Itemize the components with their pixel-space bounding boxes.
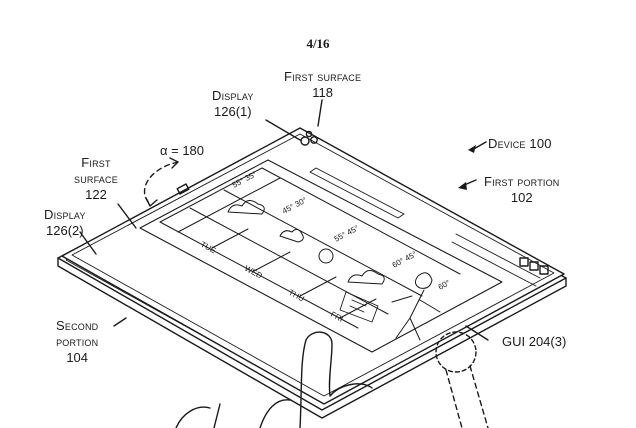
- label-angle: α = 180: [160, 143, 204, 159]
- label-second-portion-104-line1: Second: [56, 318, 99, 333]
- label-display-126-1-name: Display: [212, 88, 254, 103]
- label-angle-text: α = 180: [160, 143, 205, 158]
- label-first-portion-102-ref: 102: [510, 190, 533, 205]
- label-display-126-2-ref: 126(2): [46, 223, 84, 238]
- label-gui-204-3-text: GUI 204(3): [502, 334, 567, 349]
- first-portion-outline: [61, 127, 565, 405]
- label-first-surface-118: First surface 118: [284, 69, 361, 101]
- hand: [175, 331, 373, 428]
- label-display-126-2: Display 126(2): [44, 207, 86, 239]
- person-figure: [391, 272, 441, 341]
- label-first-surface-122-ref: 122: [85, 187, 107, 202]
- label-first-portion-102-name: First portion: [484, 174, 560, 189]
- label-second-portion-104-ref: 104: [66, 350, 89, 365]
- label-first-surface-122: First surface 122: [74, 155, 118, 203]
- label-device-100: Device 100: [488, 136, 552, 152]
- label-first-surface-122-line2: surface: [74, 171, 118, 186]
- label-first-portion-102: First portion 102: [484, 174, 560, 206]
- label-first-surface-118-name: First surface: [284, 69, 362, 84]
- label-device-100-name: Device 100: [488, 136, 552, 151]
- sheet-number: 4/16: [306, 36, 330, 51]
- label-display-126-2-name: Display: [44, 207, 86, 222]
- label-display-126-1: Display 126(1): [212, 88, 254, 120]
- label-gui-204-3: GUI 204(3): [502, 334, 566, 350]
- label-first-surface-118-ref: 118: [312, 85, 333, 100]
- label-second-portion-104: Second portion 104: [56, 318, 98, 366]
- label-display-126-1-ref: 126(1): [214, 104, 252, 119]
- label-first-surface-122-line1: First: [81, 155, 111, 170]
- label-second-portion-104-line2: portion: [56, 334, 99, 349]
- screen-area: [139, 159, 503, 353]
